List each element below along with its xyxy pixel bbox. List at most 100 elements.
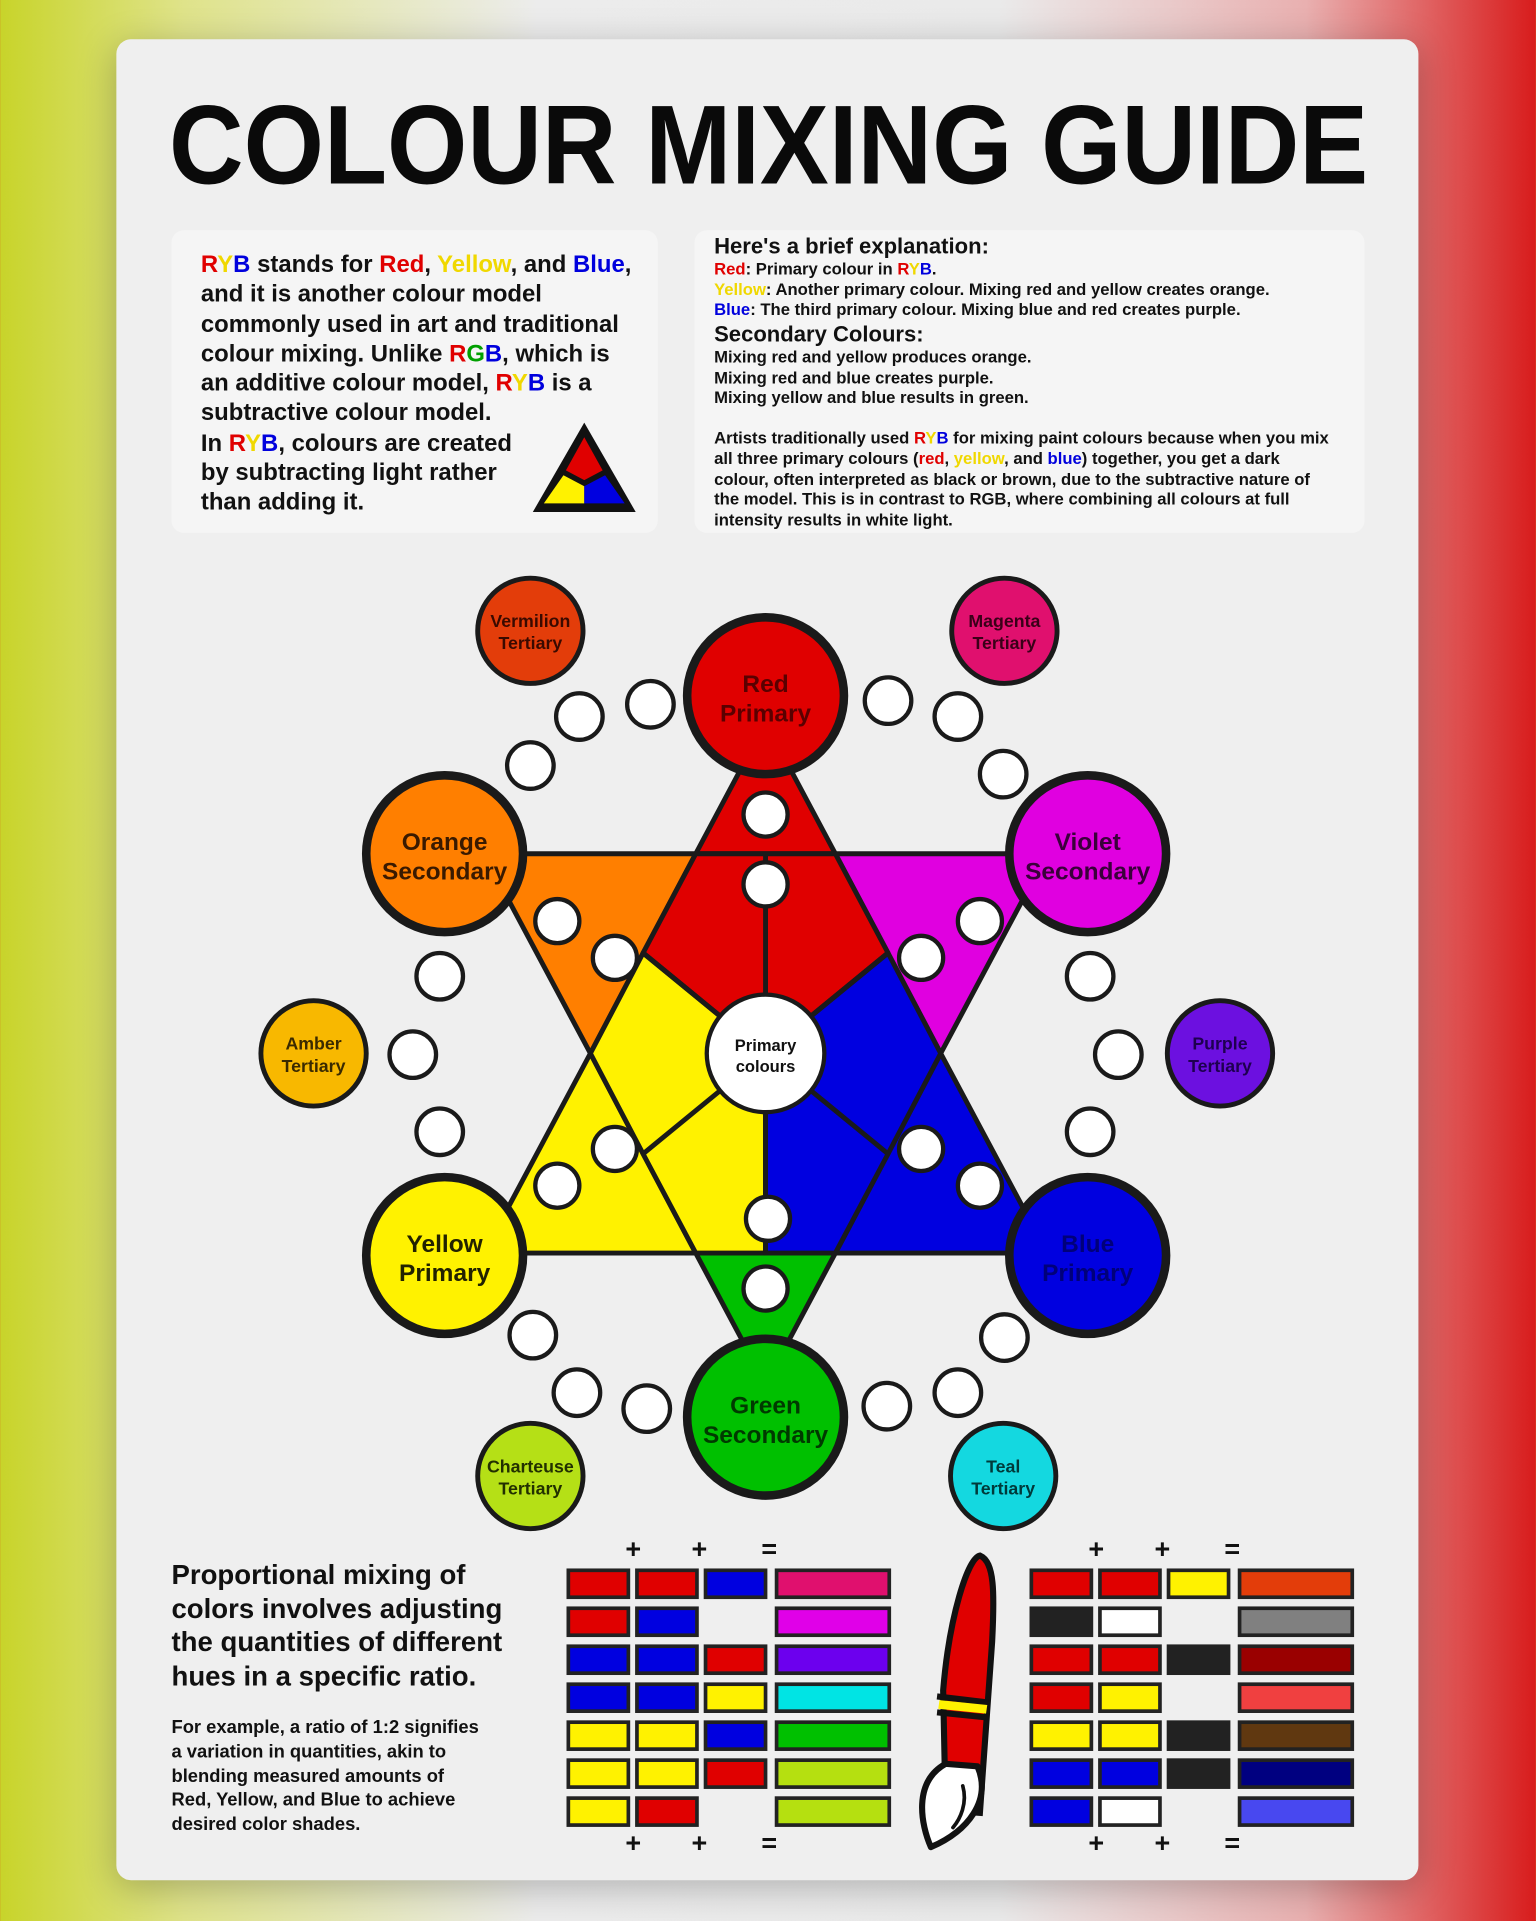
text-run: B bbox=[233, 251, 251, 279]
body-line: Red, Yellow, and Blue to achieve bbox=[171, 1790, 456, 1811]
text-run: B bbox=[936, 429, 949, 448]
body-line: For example, a ratio of 1:2 signifies bbox=[171, 1717, 479, 1739]
violet-label: Violet bbox=[1055, 829, 1121, 856]
empty-mix-circle bbox=[504, 740, 556, 791]
text-line: Red: Primary colour in RYB. bbox=[714, 260, 1269, 280]
heading-line: hues in a specific ratio. bbox=[171, 1660, 477, 1692]
text-run: R bbox=[449, 340, 467, 368]
text-run: commonly used in art and traditional bbox=[200, 310, 619, 338]
text-line: colour mixing. Unlike RGB, which is bbox=[201, 339, 632, 369]
text-run: Mixing red and blue creates purple. bbox=[714, 368, 994, 387]
text-run: yellow bbox=[953, 449, 1005, 468]
text-run: Mixing yellow and blue results in green. bbox=[714, 388, 1029, 407]
teal-label: Teal bbox=[986, 1456, 1020, 1476]
amber-label: Amber bbox=[285, 1034, 341, 1054]
violet-sublabel: Secondary bbox=[1025, 858, 1151, 885]
text-line: Mixing red and blue creates purple. bbox=[714, 368, 1329, 388]
empty-mix-circle bbox=[977, 748, 1029, 800]
text-run: , and bbox=[1004, 449, 1048, 468]
text-run: is a bbox=[545, 370, 592, 398]
text-line: intensity results in white light. bbox=[714, 510, 1329, 530]
secondary-lines: Mixing red and yellow produces orange.Mi… bbox=[714, 348, 1329, 531]
center-label: colours bbox=[736, 1057, 796, 1076]
text-run: colour, often interpreted as black or br… bbox=[714, 469, 1310, 489]
text-run: , colours are created bbox=[278, 429, 512, 457]
heading-line: colors involves adjusting bbox=[171, 1593, 503, 1624]
text-run: R bbox=[200, 251, 218, 279]
heading-line: the quantities of different bbox=[171, 1626, 503, 1658]
mix-node bbox=[741, 1264, 790, 1313]
text-line: Yellow: Another primary colour. Mixing r… bbox=[714, 280, 1269, 300]
empty-mix-circle bbox=[621, 1383, 673, 1435]
text-run: B bbox=[484, 340, 503, 368]
text-run: : The third primary colour. Mixing blue … bbox=[750, 300, 1241, 319]
text-run: Y bbox=[925, 429, 937, 448]
chartreuse-label: Charteuse bbox=[487, 1456, 574, 1476]
heading-line: Proportional mixing of bbox=[171, 1559, 466, 1590]
mix-node bbox=[590, 1124, 640, 1174]
green-circle bbox=[682, 1334, 849, 1500]
empty-mix-circle bbox=[624, 678, 676, 730]
text-run: ) together, you get a dark bbox=[1081, 449, 1280, 468]
empty-mix-circle bbox=[1064, 1106, 1116, 1158]
yellow-label: Yellow bbox=[407, 1231, 484, 1258]
body-line: a variation in quantities, akin to bbox=[171, 1741, 447, 1763]
text-line: the model. This is in contrast to RGB, w… bbox=[714, 490, 1329, 510]
explanation-box: Here's a brief explanation: Red: Primary… bbox=[694, 230, 1365, 533]
text-run: In bbox=[200, 429, 229, 457]
text-line: Artists traditionally used RYB for mixin… bbox=[714, 429, 1329, 449]
title-svg: COLOUR MIXING GUIDE bbox=[169, 82, 1368, 196]
text-run: B bbox=[527, 370, 546, 398]
primary-lines: Red: Primary colour in RYB.Yellow: Anoth… bbox=[714, 260, 1269, 321]
text-run: Blue bbox=[572, 251, 625, 279]
text-run: and it is another colour model bbox=[200, 280, 542, 308]
text-line: In RYB, colours are created bbox=[201, 428, 632, 458]
text-run: Yellow bbox=[437, 251, 511, 279]
text-line: subtractive colour model. bbox=[201, 399, 632, 429]
text-run: , bbox=[424, 251, 438, 279]
empty-mix-circle bbox=[932, 691, 984, 742]
mix-node bbox=[896, 933, 946, 983]
text-run: all three primary colours ( bbox=[714, 449, 919, 468]
text-run: Red bbox=[379, 251, 425, 279]
mix-node bbox=[741, 790, 790, 839]
magenta-sublabel: Tertiary bbox=[972, 633, 1036, 653]
text-run: red bbox=[918, 449, 945, 468]
text-run: Yellow bbox=[714, 279, 766, 299]
text-run: . bbox=[931, 259, 937, 279]
blue-circle bbox=[1005, 1172, 1171, 1339]
green-sublabel: Secondary bbox=[703, 1422, 829, 1449]
text-run: , bbox=[944, 449, 954, 468]
empty-mix-circle bbox=[551, 1367, 603, 1419]
text-line: Blue: The third primary colour. Mixing b… bbox=[714, 300, 1269, 320]
yellow-circle bbox=[361, 1172, 528, 1339]
text-run: R bbox=[228, 429, 246, 457]
text-line: and it is another colour model bbox=[201, 280, 632, 310]
text-run: for mixing paint colours because when yo… bbox=[948, 429, 1329, 448]
magenta-circle bbox=[949, 575, 1060, 686]
mix-node bbox=[590, 933, 640, 983]
text-run: : Another primary colour. Mixing red and… bbox=[765, 279, 1270, 299]
text-run: R bbox=[913, 429, 926, 448]
text-line: an additive colour model, RYB is a bbox=[201, 369, 632, 399]
body-line: desired color shades. bbox=[171, 1814, 361, 1836]
mix-node bbox=[743, 1194, 793, 1243]
empty-mix-circle bbox=[861, 1380, 913, 1432]
empty-mix-circle bbox=[507, 1309, 559, 1361]
text-run: Artists traditionally used bbox=[714, 429, 914, 448]
text-run: intensity results in white light. bbox=[714, 510, 953, 529]
text-run: by subtracting light rather bbox=[200, 459, 497, 487]
text-run: Red bbox=[714, 259, 746, 279]
magenta-label: Magenta bbox=[968, 611, 1040, 631]
text-run: , bbox=[624, 251, 632, 279]
text-run: , which is bbox=[502, 340, 610, 368]
intro-text: RYB stands for Red, Yellow, and Blue,and… bbox=[201, 250, 632, 518]
chartreuse-circle bbox=[475, 1420, 586, 1532]
text-run: Y bbox=[511, 370, 528, 398]
chartreuse-sublabel: Tertiary bbox=[498, 1478, 562, 1498]
orange-label: Orange bbox=[402, 829, 488, 856]
green-label: Green bbox=[730, 1393, 801, 1420]
red-label: Red bbox=[742, 671, 788, 698]
